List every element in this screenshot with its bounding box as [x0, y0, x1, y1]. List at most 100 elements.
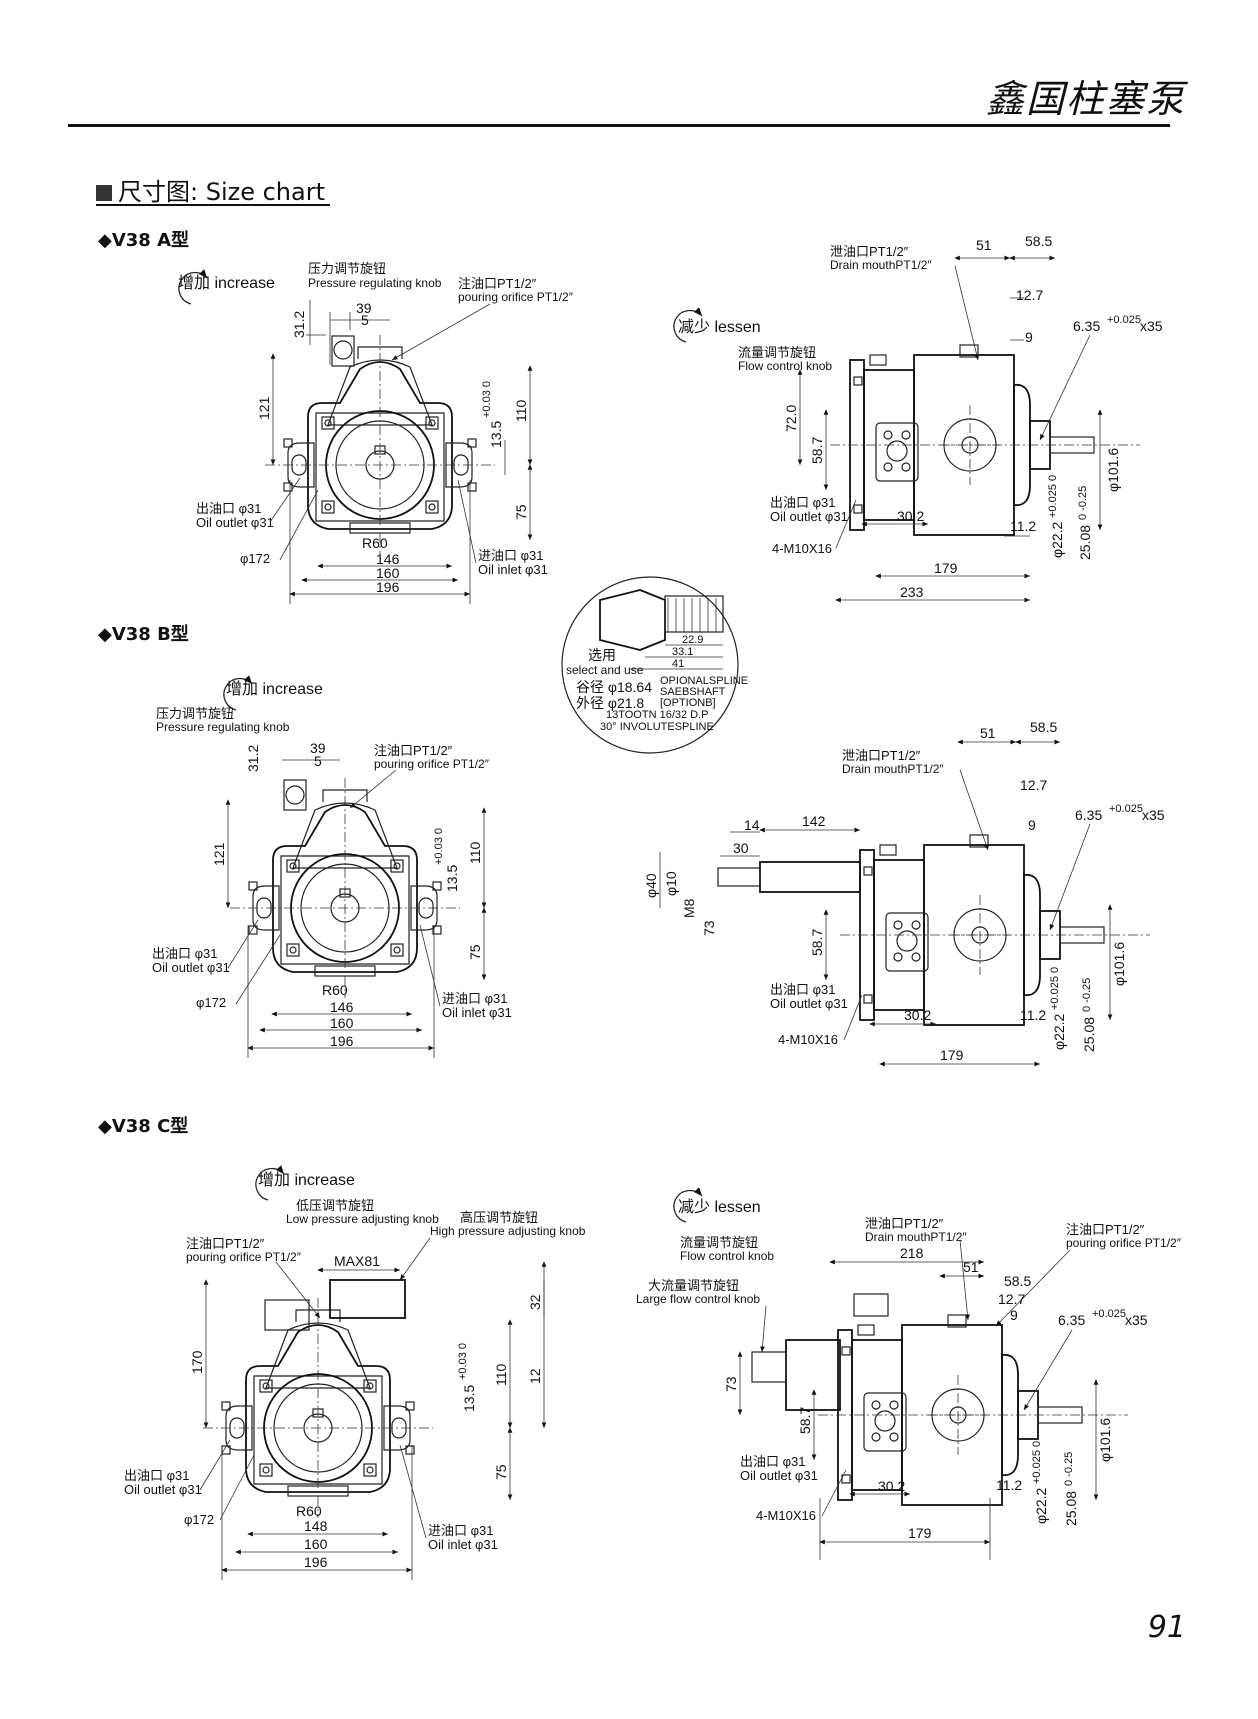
svg-text:[OPTIONB]: [OPTIONB]: [660, 697, 716, 709]
svg-text:Drain mouthPT1/2″: Drain mouthPT1/2″: [830, 258, 932, 272]
svg-text:233: 233: [900, 584, 924, 600]
svg-text:Low pressure adjusting knob: Low pressure adjusting knob: [286, 1212, 439, 1226]
svg-text:注油口PT1/2″: 注油口PT1/2″: [186, 1236, 265, 1251]
svg-text:30.2: 30.2: [897, 508, 924, 524]
svg-text:φ101.6: φ101.6: [1105, 448, 1121, 492]
svg-text:Oil inlet φ31: Oil inlet φ31: [428, 1537, 498, 1552]
svg-text:+0.025 0: +0.025 0: [1031, 1441, 1043, 1484]
svg-text:φ22.2: φ22.2: [1049, 521, 1065, 558]
svg-text:Drain mouthPT1/2″: Drain mouthPT1/2″: [842, 762, 944, 776]
svg-text:Oil outlet φ31: Oil outlet φ31: [196, 515, 274, 530]
svg-text:22.9: 22.9: [682, 634, 703, 646]
svg-text:注油口PT1/2″: 注油口PT1/2″: [1066, 1222, 1145, 1237]
svg-text:142: 142: [802, 813, 826, 829]
page-number: 91: [1147, 1610, 1186, 1645]
svg-text:φ172: φ172: [196, 995, 226, 1010]
svg-text:14: 14: [744, 817, 760, 833]
drawing-b-front: 增加 increase 压力调节旋钮 Pressure regulating k…: [152, 678, 512, 1058]
svg-text:进油口 φ31: 进油口 φ31: [442, 991, 508, 1006]
model-b-heading: ◆V38 B型: [98, 624, 189, 645]
svg-text:110: 110: [467, 841, 483, 864]
brand-title: 鑫国柱塞泵: [985, 77, 1186, 121]
svg-text:MAX81: MAX81: [334, 1253, 380, 1269]
svg-text:出油口 φ31: 出油口 φ31: [124, 1468, 190, 1483]
svg-text:196: 196: [376, 579, 400, 595]
svg-text:压力调节旋钮: 压力调节旋钮: [156, 706, 234, 721]
svg-text:30° INVOLUTESPLINE: 30° INVOLUTESPLINE: [600, 721, 714, 733]
svg-text:32: 32: [527, 1294, 543, 1310]
svg-text:R60: R60: [296, 1503, 322, 1519]
svg-text:11.2: 11.2: [1010, 518, 1036, 534]
svg-text:160: 160: [330, 1015, 354, 1031]
svg-text:Oil inlet φ31: Oil inlet φ31: [478, 562, 548, 577]
svg-text:31.2: 31.2: [245, 745, 261, 772]
svg-text:196: 196: [330, 1033, 354, 1049]
svg-text:Flow control knob: Flow control knob: [738, 359, 832, 373]
svg-text:High pressure adjusting knob: High pressure adjusting knob: [430, 1224, 586, 1238]
svg-text:218: 218: [900, 1245, 924, 1261]
svg-text:179: 179: [940, 1047, 964, 1063]
svg-text:φ22.2: φ22.2: [1033, 1487, 1049, 1524]
svg-text:+0.025: +0.025: [1092, 1308, 1126, 1320]
svg-text:30.2: 30.2: [904, 1007, 931, 1023]
svg-text:160: 160: [376, 565, 400, 581]
model-c-label: V38 C型: [111, 1116, 189, 1137]
svg-text:+0.03 0: +0.03 0: [457, 1343, 469, 1380]
svg-text:30.2: 30.2: [878, 1478, 905, 1494]
svg-text:外径 φ21.8: 外径 φ21.8: [576, 695, 644, 711]
svg-text:select and use: select and use: [566, 663, 644, 677]
square-bullet-icon: [96, 185, 112, 201]
svg-text:121: 121: [256, 396, 272, 420]
svg-text:Oil outlet φ31: Oil outlet φ31: [740, 1468, 818, 1483]
model-b-label: V38 B型: [111, 624, 189, 645]
svg-text:75: 75: [467, 944, 483, 960]
svg-text:4-M10X16: 4-M10X16: [756, 1508, 816, 1523]
svg-text:Oil outlet φ31: Oil outlet φ31: [770, 996, 848, 1011]
svg-text:出油口 φ31: 出油口 φ31: [196, 501, 262, 516]
svg-text:pouring orifice PT1/2″: pouring orifice PT1/2″: [1066, 1236, 1182, 1250]
svg-text:φ10: φ10: [663, 871, 679, 896]
svg-text:12.7: 12.7: [998, 1291, 1025, 1307]
drawing-c-side: 减少 lessen 泄油口PT1/2″ Drain mouthPT1/2″ 注油…: [636, 1190, 1182, 1560]
svg-text:泄油口PT1/2″: 泄油口PT1/2″: [865, 1216, 944, 1231]
svg-text:160: 160: [304, 1536, 328, 1552]
svg-text:30: 30: [733, 840, 749, 856]
svg-text:pouring orifice PT1/2″: pouring orifice PT1/2″: [186, 1250, 302, 1264]
increase-label-a: 增加 increase: [178, 274, 275, 292]
svg-text:+0.03 0: +0.03 0: [481, 381, 493, 418]
svg-text:SAEBSHAFT: SAEBSHAFT: [660, 686, 726, 698]
svg-text:Drain mouthPT1/2″: Drain mouthPT1/2″: [865, 1230, 967, 1244]
svg-text:12.7: 12.7: [1016, 287, 1043, 303]
svg-text:39: 39: [356, 300, 372, 316]
svg-text:pouring orifice PT1/2″: pouring orifice PT1/2″: [458, 290, 574, 304]
drawing-b-side: 泄油口PT1/2″ Drain mouthPT1/2″ 51 58.5 12.7…: [643, 719, 1165, 1067]
svg-text:出油口 φ31: 出油口 φ31: [770, 982, 836, 997]
svg-text:6.35: 6.35: [1073, 318, 1100, 334]
svg-text:9: 9: [1025, 329, 1033, 345]
svg-text:+0.025: +0.025: [1109, 803, 1143, 815]
svg-text:+0.03 0: +0.03 0: [433, 828, 445, 865]
svg-text:12: 12: [527, 1368, 543, 1384]
svg-text:x35: x35: [1140, 318, 1163, 334]
model-a-label: V38 A型: [111, 230, 190, 251]
svg-text:13.5: 13.5: [444, 865, 460, 892]
svg-text:4-M10X16: 4-M10X16: [778, 1032, 838, 1047]
svg-text:4-M10X16: 4-M10X16: [772, 541, 832, 556]
svg-text:增加 increase: 增加 increase: [258, 1171, 355, 1189]
svg-text:179: 179: [908, 1525, 932, 1541]
svg-text:31.2: 31.2: [291, 311, 307, 338]
svg-text:0 -0.25: 0 -0.25: [1077, 486, 1089, 520]
svg-text:121: 121: [211, 842, 227, 866]
svg-text:58.7: 58.7: [797, 1407, 813, 1434]
svg-text:58.7: 58.7: [809, 929, 825, 956]
svg-text:12.7: 12.7: [1020, 777, 1047, 793]
svg-text:谷径 φ18.64: 谷径 φ18.64: [576, 679, 652, 695]
svg-text:pouring orifice PT1/2″: pouring orifice PT1/2″: [374, 757, 490, 771]
svg-text:注油口PT1/2″: 注油口PT1/2″: [458, 276, 537, 291]
svg-text:11.2: 11.2: [996, 1477, 1022, 1493]
svg-text:146: 146: [376, 551, 400, 567]
svg-text:51: 51: [976, 237, 992, 253]
svg-text:6.35: 6.35: [1075, 807, 1102, 823]
svg-text:Flow control knob: Flow control knob: [680, 1249, 774, 1263]
svg-text:泄油口PT1/2″: 泄油口PT1/2″: [830, 244, 909, 259]
